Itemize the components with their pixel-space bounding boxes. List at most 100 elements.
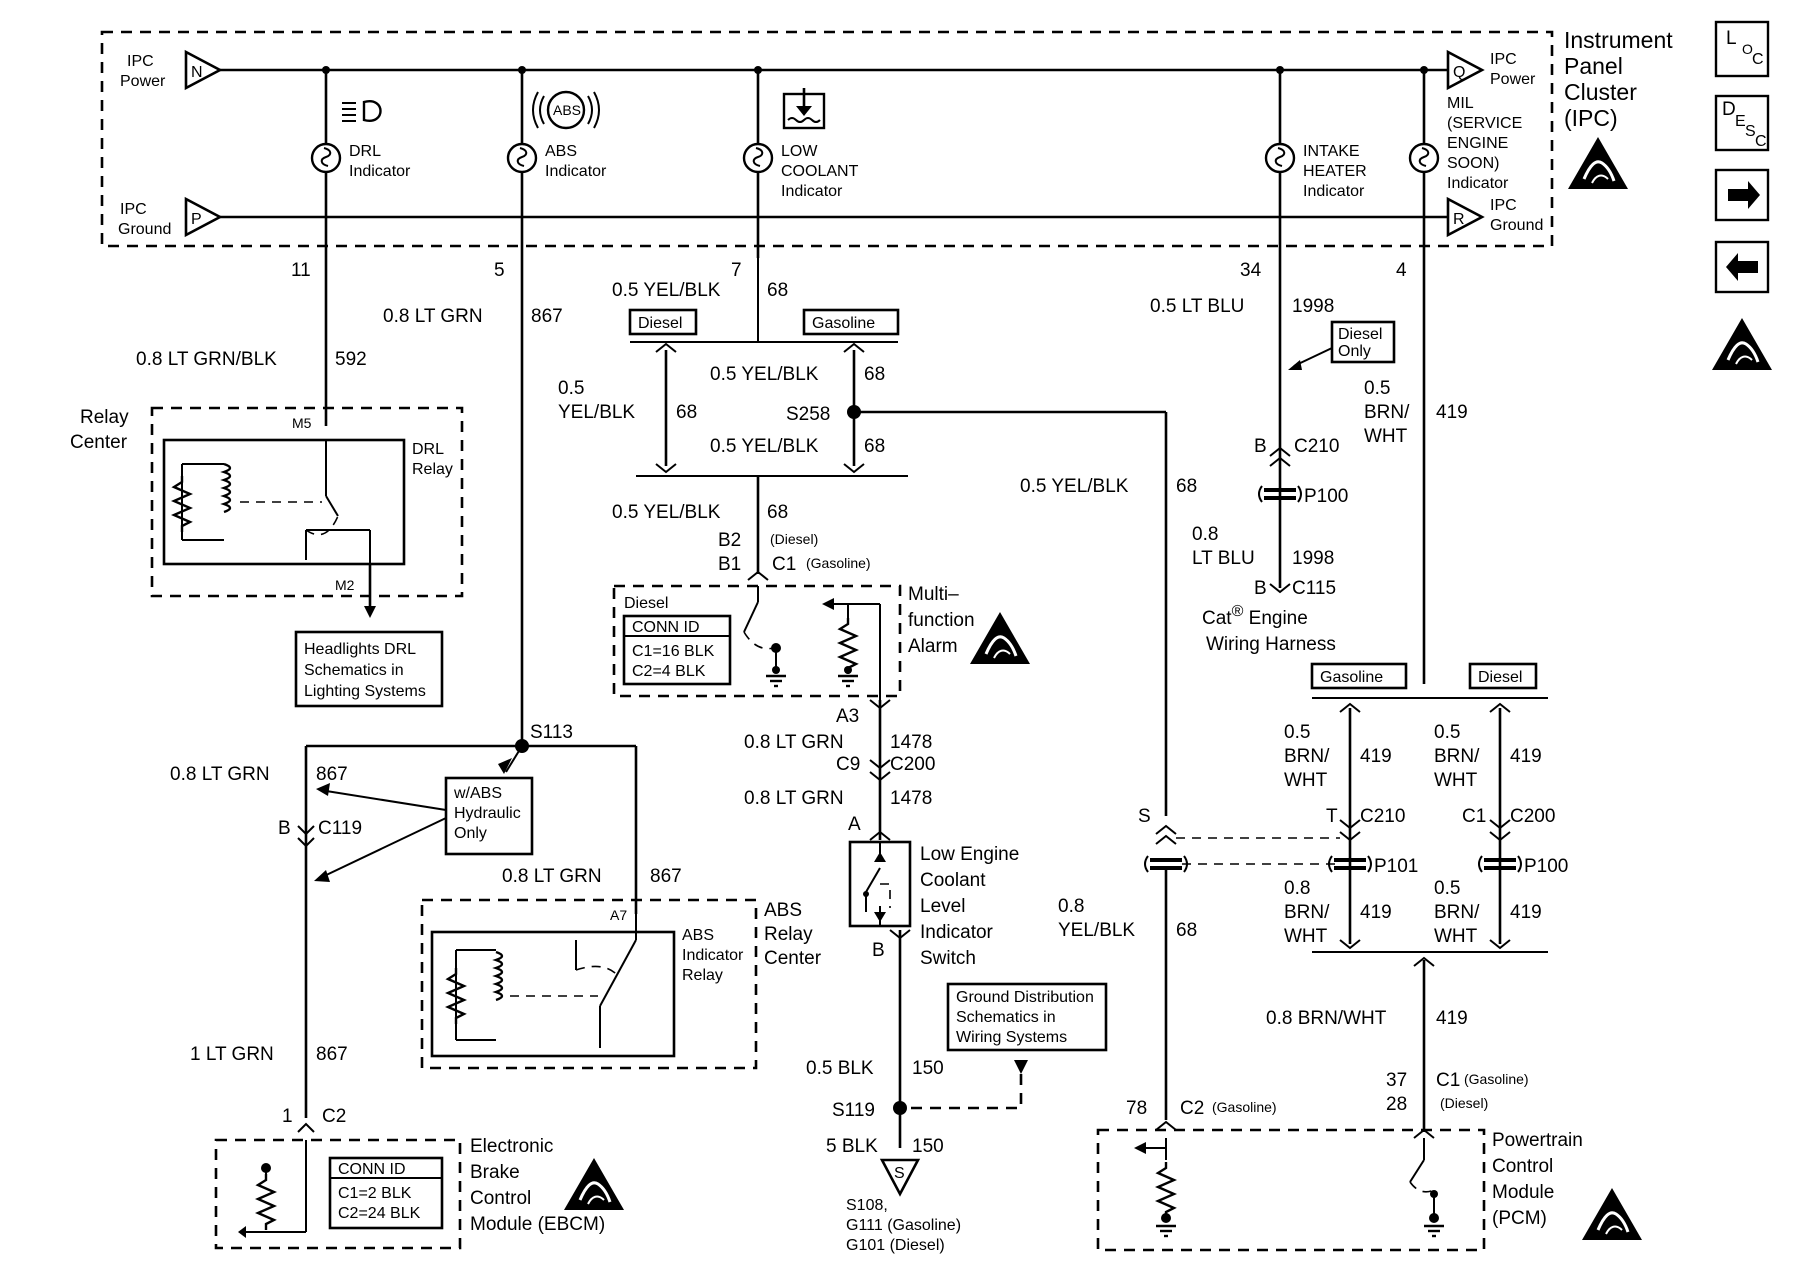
coolant-to-alarm-color: 0.5 YEL/BLK [612,502,721,523]
svg-text:C: C [1755,133,1767,150]
abs-wire-circuit: 867 [531,306,563,327]
pcm-lower-gauge: 0.8 [1058,896,1084,917]
pcm-label-4: (PCM) [1492,1208,1547,1229]
mil-gas-color: BRN/ [1284,746,1330,767]
mil-diesel-lower-gauge: 0.5 [1434,878,1460,899]
ebcm-wire-color: 1 LT GRN [190,1044,274,1065]
multifunction-alarm-label: Multi– [908,584,959,605]
splice-s119 [893,1101,907,1115]
ebcm-label-4: Module (EBCM) [470,1214,605,1235]
switch-wire-circuit: 1478 [890,788,932,809]
abs-relay-center-label-3: Center [764,948,822,969]
s258-pcm-color: 0.5 YEL/BLK [1020,476,1129,497]
relay-center-boundary [150,406,464,598]
ebcm-internals [238,1140,307,1238]
splice-s113-label: S113 [530,722,573,743]
ipc-ground-label-right-2: Ground [1490,217,1543,234]
abs-warning-icon: ABS [532,90,600,130]
coolant-top-color: 0.5 YEL/BLK [612,280,721,301]
next-page-button[interactable] [1714,168,1770,222]
ebcm-label: Electronic [470,1136,553,1157]
desc-button[interactable]: D E S C [1714,94,1770,152]
coolant-switch-label-5: Switch [920,948,976,969]
multifunction-alarm-label-2: function [908,610,975,631]
ipc-ground-label-right: IPC [1490,197,1517,214]
abs-relay-wire-color: 0.8 LT GRN [502,866,602,887]
coolant-to-alarm-circuit: 68 [767,502,788,523]
mil-gas-pin: T [1326,806,1338,827]
ground-loc-g111: G111 (Gasoline) [846,1217,961,1234]
low-coolant-label-2: COOLANT [781,163,859,180]
mil-diesel-color-2: WHT [1434,770,1478,791]
alarm-internals [743,586,881,700]
mil-main-circuit: 419 [1436,1008,1468,1029]
arrow-left-icon [1726,253,1758,281]
drl-indicator-bulb-icon [310,142,342,174]
alarm-conn-id-c2: C2=4 BLK [632,663,706,680]
mil-gas-lower-color-2: WHT [1284,926,1328,947]
pcm-left-gasoline-note: (Gasoline) [1212,1099,1277,1115]
relay-center-label: Relay [80,407,129,428]
headlights-reference-text-2: Schematics in [304,662,404,679]
mil-label-4: SOON) [1447,155,1499,172]
alarm-switch-wire-circuit: 1478 [890,732,932,753]
prev-page-button[interactable] [1714,240,1770,294]
alarm-conn-id-box [622,614,732,686]
esd-icon-nav [1710,316,1774,372]
abs-indicator-label: ABS [545,143,577,160]
arrow-right-icon [1728,181,1760,209]
ipc-ground-label-left: IPC [120,201,147,218]
pcm-lower-color: YEL/BLK [1058,920,1135,941]
coolant-switch-internals [863,842,891,926]
intake-lower-color: LT BLU [1192,548,1255,569]
mil-label-5: Indicator [1447,175,1509,192]
ebcm-conn-id-box [328,1156,444,1230]
mil-main-color: 0.8 BRN/WHT [1266,1008,1387,1029]
coolant-right-upper-circuit: 68 [864,364,885,385]
p101-inline-left [1144,855,1188,873]
coolant-left-gauge: 0.5 [558,378,584,399]
c119-label: C119 [318,818,362,839]
intake-heater-label-2: HEATER [1303,163,1367,180]
coolant-switch-label-2: Coolant [920,870,986,891]
ipc-power-label-right-2: Power [1490,71,1536,88]
mil-diesel-lower-color-2: WHT [1434,926,1478,947]
pin-c9: C9 [836,754,860,775]
abs-indicator-bulb-icon [506,142,538,174]
mil-wire-circuit: 419 [1436,402,1468,423]
mil-diesel-circuit: 419 [1510,746,1542,767]
intake-heater-label: INTAKE [1303,143,1360,160]
pin-4: 4 [1396,260,1407,281]
abs-indicator-relay-label-3: Relay [682,967,723,984]
ipc-boundary [100,30,1554,248]
intake-c115-label: C115 [1292,578,1336,599]
ground-triangle [879,1158,921,1197]
pcm-label-2: Control [1492,1156,1553,1177]
alarm-diesel-label: Diesel [624,595,668,612]
abs-branch-color: 0.8 LT GRN [170,764,270,785]
abs-hydraulic-text-3: Only [454,825,487,842]
headlights-reference-box [294,630,444,708]
pcm-label: Powertrain [1492,1130,1583,1151]
tag-diesel-top-text: Diesel [638,315,682,332]
pcm-s-pin: S [1138,806,1151,827]
coolant-level-icon [782,88,826,130]
s258-pcm-circuit: 68 [1176,476,1197,497]
pcm-internals [1134,1138,1446,1238]
ipc-title-2: Panel [1564,53,1623,79]
alarm-conn-id-c1: C1=16 BLK [632,643,715,660]
abs-hydraulic-text-2: Hydraulic [454,805,521,822]
alarm-conn-id-title: CONN ID [632,619,700,636]
switch-pin-b: B [872,940,885,961]
cat-harness-label: Cat® Engine [1202,603,1308,629]
intake-lower-gauge: 0.8 [1192,524,1218,545]
loc-button[interactable]: L O C [1714,20,1770,78]
esd-icon-alarm [968,610,1032,666]
mil-label: MIL [1447,95,1474,112]
mil-gas-gauge: 0.5 [1284,722,1310,743]
alarm-diesel-note: (Diesel) [770,531,818,547]
mil-bulb-icon [1408,142,1440,174]
pin-34: 34 [1240,260,1262,281]
tag-gasoline-mil [1310,662,1408,690]
ground-main-circuit: 150 [912,1136,944,1157]
